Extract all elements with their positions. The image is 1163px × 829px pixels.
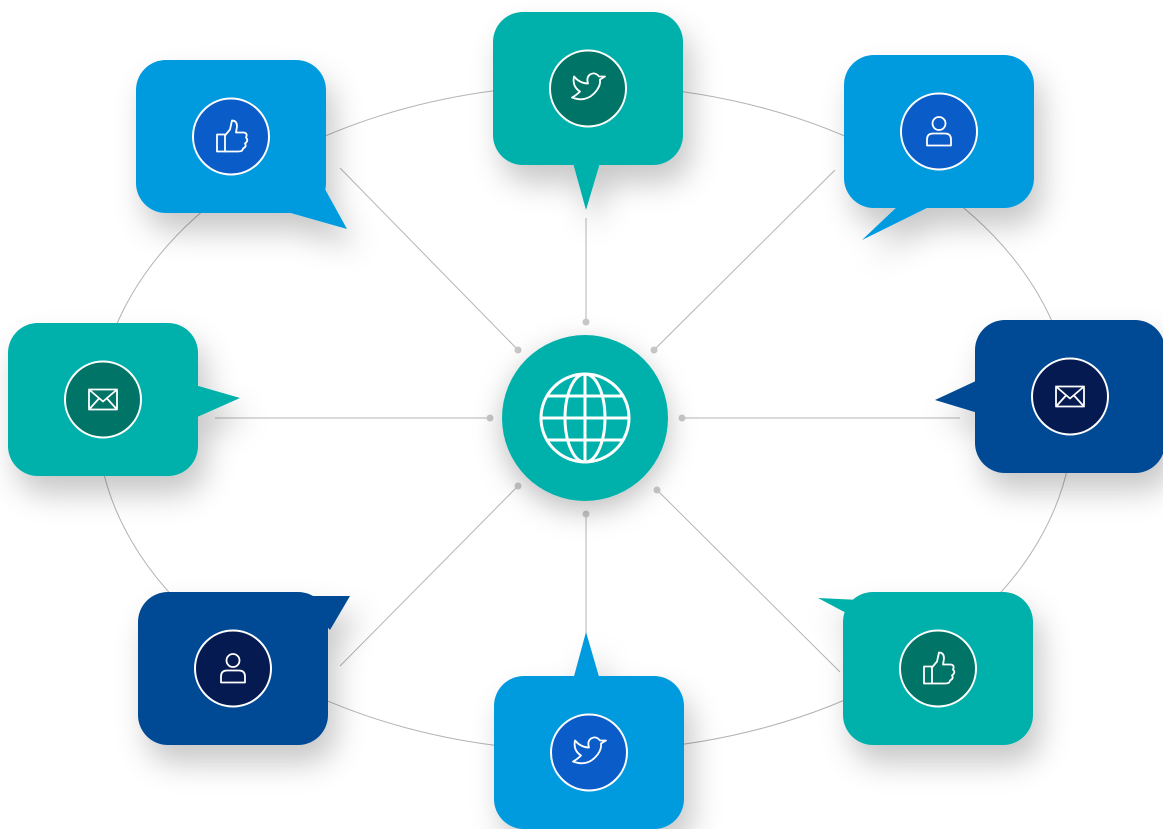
spoke-bottom-right bbox=[656, 489, 841, 673]
user-icon bbox=[194, 629, 272, 708]
bubble-tail bbox=[935, 380, 978, 413]
spoke-dot-top-right bbox=[650, 346, 658, 354]
spoke-top-left bbox=[339, 167, 519, 351]
bubble-tail bbox=[195, 385, 240, 418]
spoke-dot-top-left bbox=[514, 346, 522, 354]
spoke-dot-left bbox=[486, 414, 494, 422]
spoke-dot-bottom-right bbox=[653, 486, 661, 494]
bubble-tail bbox=[573, 163, 600, 210]
node-right bbox=[935, 320, 1163, 473]
node-bottom-left bbox=[138, 592, 350, 745]
spoke-dot-bottom-left bbox=[514, 482, 522, 490]
spoke-dot-top bbox=[582, 318, 590, 326]
node-top-right bbox=[844, 55, 1034, 240]
spokes bbox=[215, 167, 960, 673]
bubble-tail bbox=[300, 596, 350, 630]
twitter-bird-icon bbox=[549, 49, 627, 128]
globe-icon bbox=[539, 372, 631, 464]
node-left bbox=[8, 323, 240, 476]
bubble-tail bbox=[818, 598, 882, 632]
hub bbox=[502, 335, 668, 501]
bubble-tail bbox=[280, 180, 347, 229]
node-bottom-right bbox=[818, 592, 1033, 745]
bubble-tail bbox=[573, 632, 600, 680]
thumbs-up-icon bbox=[899, 629, 977, 708]
spoke-dot-bottom bbox=[582, 510, 590, 518]
spoke-dot-right bbox=[678, 414, 686, 422]
user-icon bbox=[900, 92, 978, 171]
bubble-tail bbox=[862, 204, 935, 240]
mail-icon bbox=[1031, 357, 1109, 436]
twitter-bird-icon bbox=[550, 713, 628, 792]
node-top bbox=[493, 12, 683, 210]
thumbs-up-icon bbox=[192, 97, 270, 176]
nodes bbox=[8, 12, 1163, 829]
spoke-bottom-left bbox=[339, 485, 519, 667]
spoke-top-right bbox=[653, 169, 836, 351]
mail-icon bbox=[64, 360, 142, 439]
node-top-left bbox=[136, 60, 347, 229]
node-bottom bbox=[494, 632, 684, 829]
hub-circle bbox=[502, 335, 668, 501]
